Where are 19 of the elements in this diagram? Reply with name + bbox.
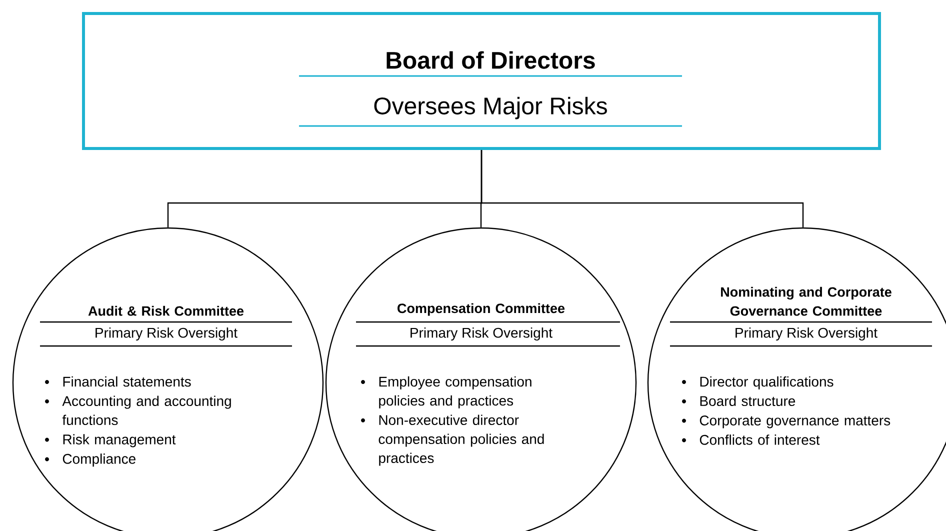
bullet-item: Conflicts of interest xyxy=(682,434,820,445)
committee-heading: Audit & Risk Committee xyxy=(88,306,244,316)
board-title: Board of Directors xyxy=(386,51,595,69)
bullet-item: Compliance xyxy=(45,454,136,467)
bullet-item: Non-executive director compensation policies and practices xyxy=(361,414,544,466)
oversight-subheading: Primary Risk Oversight xyxy=(736,327,878,341)
bullet-item: Risk management xyxy=(45,434,176,448)
oversight-subheading: Primary Risk Oversight xyxy=(410,327,552,341)
bullet-item: Director qualifications xyxy=(682,376,834,390)
connector-line xyxy=(480,150,804,228)
bullet-item: Board structure xyxy=(682,396,796,406)
board-subtitle: Oversees Major Risks xyxy=(374,96,607,120)
bullet-item: Corporate governance matters xyxy=(682,416,890,428)
bullet-item: Accounting and accounting functions xyxy=(45,396,231,426)
committee-heading: Nominating and Corporate Governance Committee xyxy=(721,286,892,316)
oversight-subheading: Primary Risk Oversight xyxy=(96,327,238,341)
bullet-item: Employee compensation policies and practices xyxy=(361,376,532,408)
committee-heading: Compensation Committee xyxy=(398,303,565,316)
bullet-item: Financial statements xyxy=(45,376,191,387)
